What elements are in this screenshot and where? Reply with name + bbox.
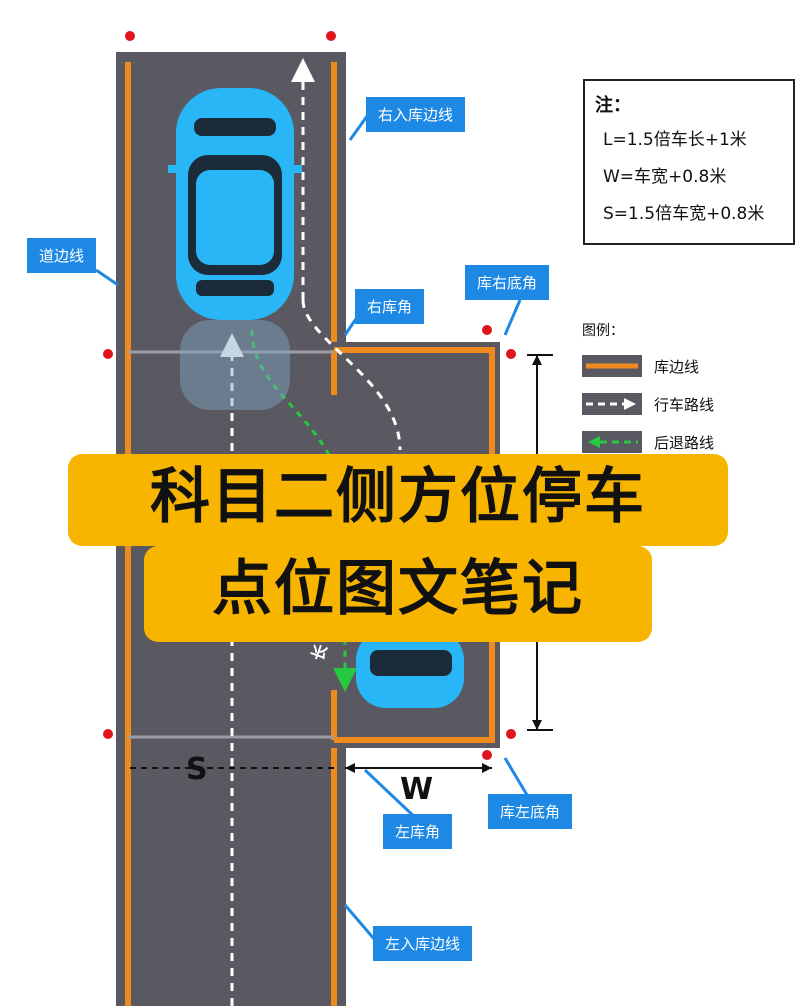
point-left-lower [103, 729, 113, 739]
callout-left-corner: 左库角 [383, 814, 453, 849]
banner-line-2: 点位图文笔记 [144, 546, 652, 642]
dimension-w-label: W [400, 772, 434, 807]
callout-right-entry-edge: 右入库边线 [366, 97, 466, 132]
legend-item-reverse-path: 后退路线 [582, 430, 792, 454]
white-dashed-arrow-icon [582, 393, 642, 415]
note-box: 注： L=1.5倍车长+1米 W=车宽+0.8米 S=1.5倍车宽+0.8米 [583, 79, 795, 245]
legend-label: 后退路线 [654, 433, 715, 452]
banner-line-1: 科目二侧方位停车 [68, 454, 728, 546]
legend-item-driving-path: 行车路线 [582, 392, 792, 416]
legend-label: 库边线 [654, 357, 700, 376]
note-line-s: S=1.5倍车宽+0.8米 [603, 204, 765, 224]
legend: 图例： 库边线 行车路线 后退路线 [582, 320, 792, 468]
dimension-l-arrow-top [532, 355, 542, 365]
ghost-car [180, 320, 290, 410]
point-top-left [125, 31, 135, 41]
callout-road-edge: 道边线 [27, 238, 97, 273]
dimension-w-arrow-left [345, 763, 355, 773]
callout-right-corner: 右库角 [355, 289, 425, 324]
legend-item-edge-line: 库边线 [582, 354, 792, 378]
dimension-s-label: S [186, 752, 208, 787]
dimension-w-arrow-right [482, 763, 492, 773]
callout-pointers [95, 111, 532, 941]
callout-bay-right-bottom-corner: 库右底角 [465, 265, 550, 300]
car-parked [356, 630, 464, 708]
dimension-l-arrow-bottom [532, 720, 542, 730]
point-left-upper [103, 349, 113, 359]
note-line-l: L=1.5倍车长+1米 [603, 130, 747, 150]
orange-line-icon [582, 355, 642, 377]
callout-left-entry-edge: 左入库边线 [373, 926, 473, 961]
note-title: 注： [595, 95, 631, 116]
callout-bay-left-bottom-corner: 库左底角 [488, 794, 573, 829]
note-line-w: W=车宽+0.8米 [603, 167, 727, 187]
car-top [168, 88, 302, 320]
point-top-right [326, 31, 336, 41]
point-right-lower [506, 729, 516, 739]
title-banner: 科目二侧方位停车 点位图文笔记 [68, 454, 728, 644]
point-bay-left-bottom [482, 750, 492, 760]
legend-label: 行车路线 [654, 395, 715, 414]
point-bay-right-bottom [482, 325, 492, 335]
driving-path-curve [301, 299, 402, 451]
reference-points [103, 31, 516, 760]
point-right-upper [506, 349, 516, 359]
green-dashed-arrow-icon [582, 431, 642, 453]
legend-title: 图例： [582, 323, 624, 339]
